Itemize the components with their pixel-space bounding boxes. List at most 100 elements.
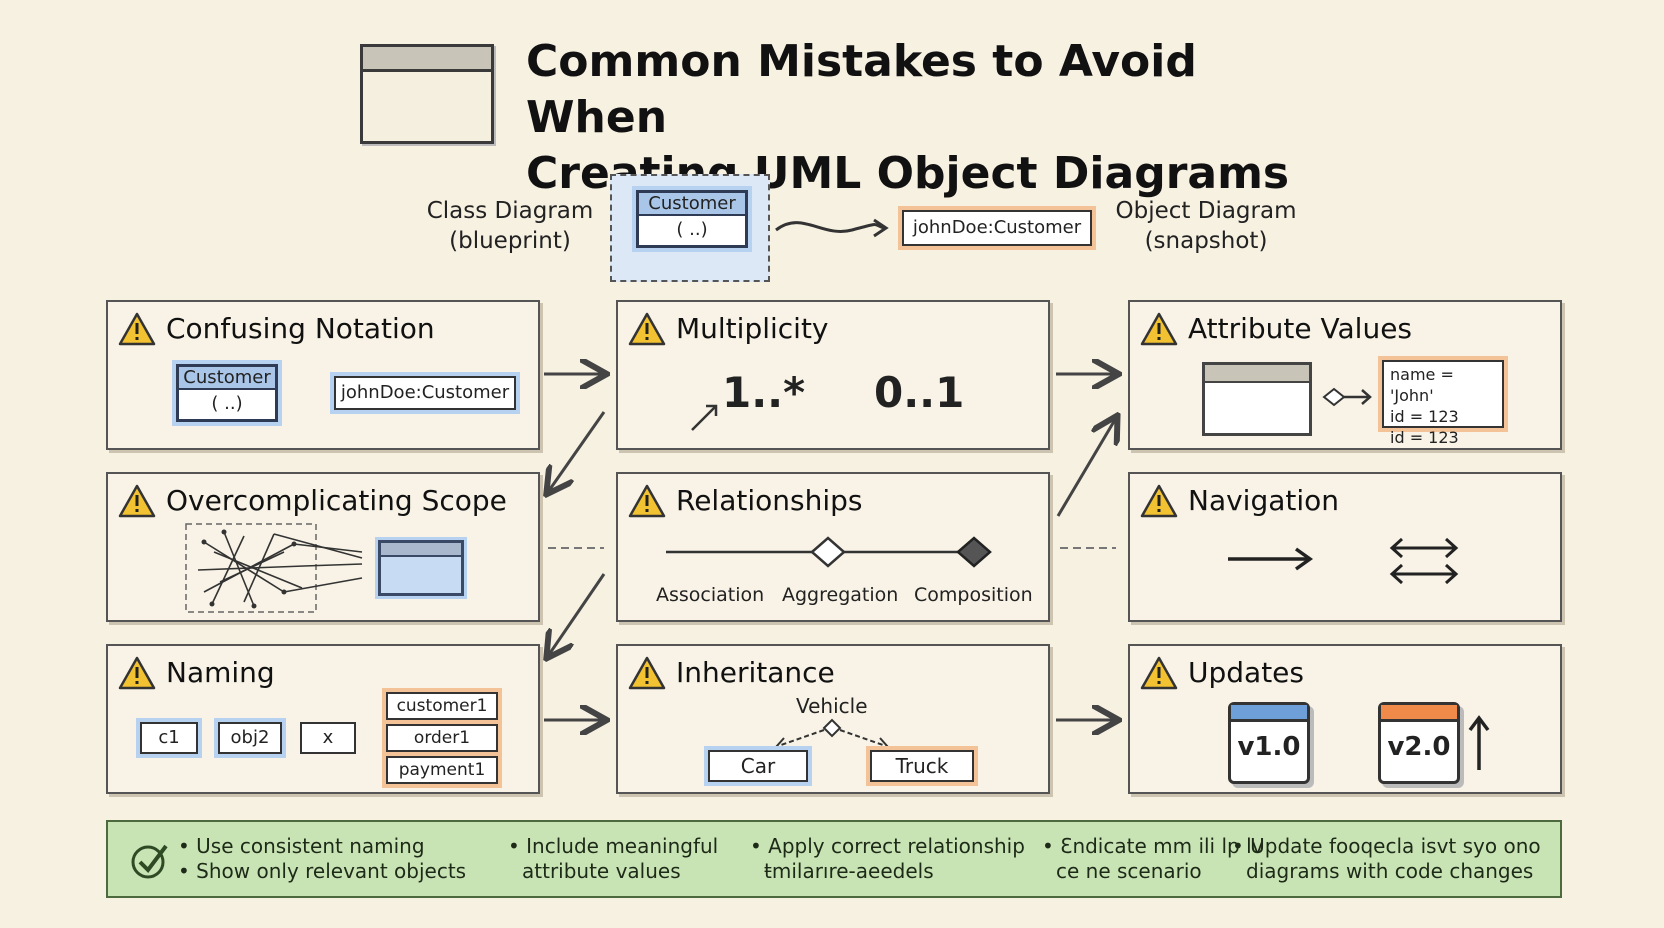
arrow-relationships-to-naming: [548, 573, 606, 656]
tip-text: attribute values: [522, 859, 681, 883]
warning-icon: [118, 484, 156, 518]
attribute-line-3: id = 123: [1390, 428, 1459, 447]
tip-text: • Include meaningful: [508, 834, 719, 858]
class-diagram-caption: Class Diagram (blueprint): [420, 196, 600, 256]
card-title: Multiplicity: [676, 312, 829, 345]
class-box-header: Customer: [639, 193, 745, 216]
tip-text: ŧmilarıre-aeedels: [764, 859, 934, 883]
class-box-customer: Customer ( ..): [636, 190, 748, 248]
warning-icon: [118, 312, 156, 346]
tip-text: diagrams with code changes: [1246, 859, 1534, 883]
good-name-box: customer1: [386, 692, 498, 720]
class-caption-line-2: (blueprint): [449, 228, 571, 254]
child-class-car: Car: [708, 750, 808, 782]
tip-text: • Show only relevant objects: [178, 859, 467, 883]
card-title: Updates: [1188, 656, 1304, 689]
card-confusing-notation: Confusing Notation Customer ( ..) johnDo…: [106, 300, 540, 450]
card-title: Navigation: [1188, 484, 1340, 517]
arrow-up-icon: [1468, 715, 1490, 770]
relationship-lines: [666, 536, 992, 568]
card-updates: Updates v1.0 v2.0: [1128, 644, 1562, 794]
good-name-box: payment1: [386, 756, 498, 784]
parent-class-label: Vehicle: [796, 694, 868, 718]
arrow-relationships-to-attributes: [1056, 418, 1116, 517]
card-title: Overcomplicating Scope: [166, 484, 507, 517]
tip-column-2: • Include meaningful attribute values: [508, 834, 718, 884]
attribute-line-2: id = 123: [1390, 407, 1459, 426]
card-multiplicity: Multiplicity 1..* 0..1: [616, 300, 1050, 450]
multiplicity-zero-to-one: 0..1: [874, 368, 965, 417]
calendar-icon: v1.0: [1228, 702, 1310, 784]
card-relationships: Relationships Association Aggregation Co…: [616, 472, 1050, 622]
card-title: Naming: [166, 656, 275, 689]
arrow-right-icon: [1228, 547, 1314, 571]
object-caption-line-2: (snapshot): [1144, 228, 1268, 254]
bad-name-box: c1: [140, 722, 198, 754]
card-title: Relationships: [676, 484, 863, 517]
card-title: Attribute Values: [1188, 312, 1413, 345]
warning-icon: [1140, 484, 1178, 518]
warning-icon: [1140, 312, 1178, 346]
label-composition: Composition: [914, 584, 1033, 606]
tip-column-4: • Ɛndicate mm ili lp lv ce ne scenario: [1042, 834, 1263, 884]
tip-column-1: • Use consistent naming • Show only rele…: [178, 834, 466, 884]
warning-icon: [118, 656, 156, 690]
warning-icon: [628, 656, 666, 690]
composition-diamond-icon: [956, 536, 992, 568]
object-diagram-caption: Object Diagram (snapshot): [1106, 196, 1306, 256]
tip-text: • Apply correct relationship: [750, 834, 1025, 858]
curvy-arrow-icon: [775, 218, 889, 238]
tip-text: • Update fooqecla isvt syo ono: [1232, 834, 1541, 858]
attribute-values-box: name = 'John' id = 123 id = 123: [1382, 360, 1504, 447]
empty-object-box: [1202, 362, 1312, 436]
tip-text: • Use consistent naming: [178, 834, 425, 858]
tip-text: • Ɛndicate mm ili lp lv: [1042, 834, 1264, 858]
card-naming: Naming c1 obj2 x customer1 order1 paymen…: [106, 644, 540, 794]
tips-banner: • Use consistent naming • Show only rele…: [106, 820, 1562, 898]
check-circle-icon: [131, 844, 168, 879]
multiplicity-one-to-many: 1..*: [722, 368, 806, 417]
notation-class-body: ( ..): [211, 393, 243, 414]
notation-class-header: Customer: [179, 367, 275, 390]
tip-column-5: • Update fooqecla isvt syo ono diagrams …: [1232, 834, 1541, 884]
double-arrow-icon: [1389, 537, 1459, 585]
version-1-label: v1.0: [1237, 732, 1301, 762]
aggregation-diamond-icon: [810, 536, 846, 568]
warning-icon: [1140, 656, 1178, 690]
good-name-box: order1: [386, 724, 498, 752]
warning-icon: [628, 312, 666, 346]
notation-class-box: Customer ( ..): [176, 364, 278, 422]
card-title: Confusing Notation: [166, 312, 435, 345]
bad-name-box: obj2: [218, 722, 282, 754]
focused-class-box: [378, 540, 464, 596]
label-association: Association: [656, 584, 765, 606]
notation-object-box: johnDoe:Customer: [334, 376, 516, 410]
attribute-line-1: name = 'John': [1390, 365, 1454, 405]
card-inheritance: Inheritance Vehicle Car Truck: [616, 644, 1050, 794]
class-caption-line-1: Class Diagram: [426, 198, 594, 224]
small-arrow-icon: [691, 404, 718, 431]
calendar-icon: v2.0: [1378, 702, 1460, 784]
tip-text: ce ne scenario: [1056, 859, 1202, 883]
tangled-network-icon: [185, 523, 363, 613]
window-icon: [360, 44, 494, 144]
page-title: Common Mistakes to Avoid When Creating U…: [526, 34, 1326, 202]
tip-column-3: • Apply correct relationship ŧmilarıre-a…: [750, 834, 1025, 884]
version-2-label: v2.0: [1387, 732, 1451, 762]
card-navigation: Navigation: [1128, 472, 1562, 622]
warning-icon: [628, 484, 666, 518]
title-line-1: Common Mistakes to Avoid When: [526, 36, 1197, 143]
child-class-truck: Truck: [870, 750, 974, 782]
arrow-multiplicity-to-scope: [548, 411, 606, 492]
label-aggregation: Aggregation: [782, 584, 899, 606]
link-arrow-icon: [1322, 387, 1372, 407]
object-box-johndoe: johnDoe:Customer: [902, 210, 1092, 246]
card-title: Inheritance: [676, 656, 835, 689]
object-caption-line-1: Object Diagram: [1115, 198, 1297, 224]
card-attribute-values: Attribute Values name = 'John' id = 123 …: [1128, 300, 1562, 450]
inheritance-lines: [773, 718, 891, 748]
bad-name-box: x: [300, 722, 356, 754]
class-box-body: ( ..): [676, 219, 708, 240]
card-overcomplicating-scope: Overcomplicating Scope: [106, 472, 540, 622]
